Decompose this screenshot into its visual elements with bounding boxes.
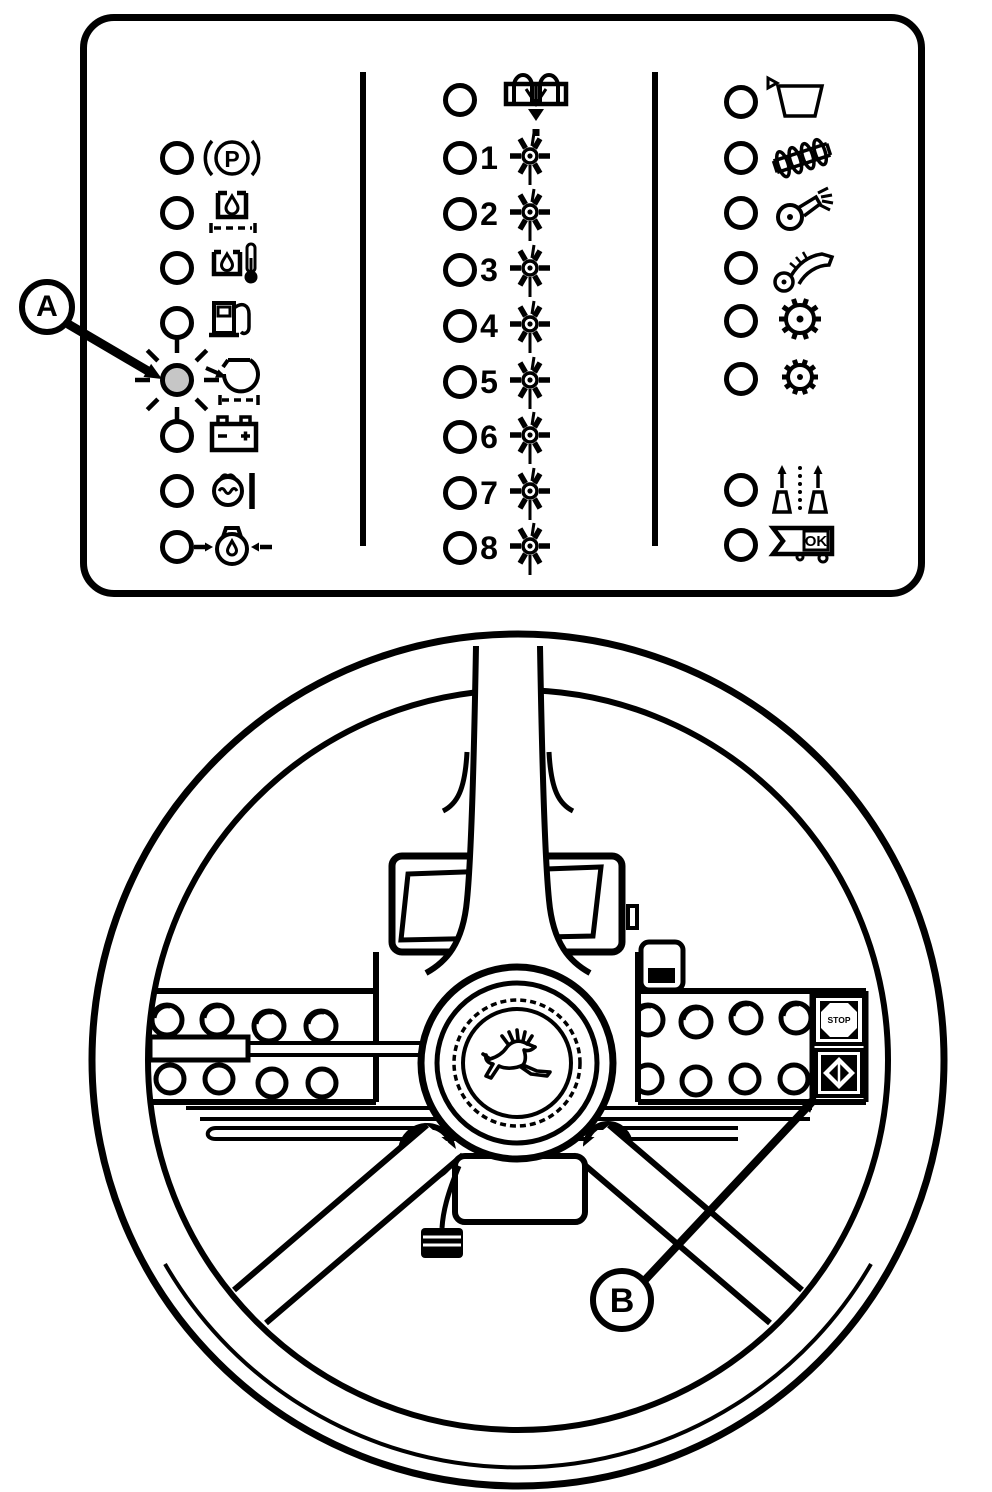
stop-button-label: STOP bbox=[828, 1015, 851, 1025]
lamp-rays bbox=[135, 338, 219, 422]
parking-brake-icon: P bbox=[203, 139, 261, 177]
callout-a-label: A bbox=[36, 290, 58, 323]
meter-roller-icon bbox=[776, 186, 834, 231]
auger-icon bbox=[771, 137, 833, 179]
engine-oil-pressure-lamp bbox=[160, 530, 194, 564]
row-unit-7-lamp bbox=[443, 476, 477, 510]
row-number-1: 1 bbox=[480, 140, 498, 176]
battery-lamp bbox=[160, 419, 194, 453]
seed-distribution-icon bbox=[503, 73, 569, 136]
implement-ready-glyph: OK bbox=[805, 533, 828, 550]
row-number-5: 5 bbox=[480, 364, 498, 400]
diamond-switch-button bbox=[814, 1048, 864, 1098]
callout-b-label: B bbox=[610, 1282, 635, 1320]
row-unit-meter-icon bbox=[510, 188, 550, 241]
row-number-6: 6 bbox=[480, 419, 498, 455]
row-unit-meter-icon bbox=[510, 467, 550, 520]
callout-a: A bbox=[19, 279, 75, 335]
row-number-2: 2 bbox=[480, 196, 498, 232]
row-unit-meter-icon bbox=[510, 132, 550, 185]
hydraulic-oil-temperature-icon bbox=[211, 242, 258, 284]
stop-button: STOP bbox=[812, 994, 866, 1046]
steering-wheel-lower-spokes bbox=[232, 1122, 804, 1326]
hydraulic-oil-level-lamp bbox=[160, 196, 194, 230]
row-unit-2-lamp bbox=[443, 197, 477, 231]
row-number-3: 3 bbox=[480, 252, 498, 288]
steering-column-console bbox=[150, 988, 869, 1141]
tilt-lever bbox=[439, 1165, 462, 1229]
console-buttons-row bbox=[153, 1062, 811, 1100]
parking-brake-lamp bbox=[160, 141, 194, 175]
steering-wheel-hub bbox=[417, 963, 617, 1163]
coolant-temperature-icon bbox=[212, 473, 255, 509]
row-number-7: 7 bbox=[480, 475, 498, 511]
indicator-panel bbox=[80, 14, 925, 597]
steering-wheel-top-spoke bbox=[424, 645, 592, 976]
fan-air-flow-icon bbox=[771, 465, 829, 514]
drive-gear-large-icon bbox=[779, 298, 821, 340]
delivery-hose-lamp bbox=[724, 251, 758, 285]
seed-hopper-icon bbox=[766, 75, 825, 118]
row-unit-5-lamp bbox=[443, 365, 477, 399]
drive-gear-small-icon bbox=[782, 359, 818, 395]
fuel-lamp bbox=[160, 306, 194, 340]
row-unit-4-lamp bbox=[443, 309, 477, 343]
hydraulic-oil-temperature-lamp bbox=[160, 251, 194, 285]
drive-gear-small-lamp bbox=[724, 362, 758, 396]
air-restriction-lamp bbox=[160, 363, 194, 397]
row-unit-6-lamp bbox=[443, 420, 477, 454]
hydraulic-oil-level-icon bbox=[209, 190, 257, 233]
panel-divider-left bbox=[360, 72, 366, 546]
tilt-pedal bbox=[421, 1228, 463, 1258]
auger-lamp bbox=[724, 141, 758, 175]
delivery-hose-icon bbox=[773, 251, 835, 293]
fan-air-flow-lamp bbox=[724, 473, 758, 507]
drive-gear-large-lamp bbox=[724, 304, 758, 338]
seed-hopper-lamp bbox=[724, 85, 758, 119]
callout-b: B bbox=[590, 1094, 818, 1332]
coolant-temperature-lamp bbox=[160, 474, 194, 508]
row-unit-meter-icon bbox=[510, 300, 550, 353]
monitor-clip bbox=[626, 904, 639, 930]
row-unit-8-lamp bbox=[443, 531, 477, 565]
row-number-4: 4 bbox=[480, 308, 498, 344]
row-unit-1-lamp bbox=[443, 141, 477, 175]
meter-roller-lamp bbox=[724, 196, 758, 230]
row-unit-3-lamp bbox=[443, 253, 477, 287]
steering-wheel-figure: STOP bbox=[88, 630, 948, 1490]
panel-divider-right bbox=[652, 72, 658, 546]
row-unit-meter-icon bbox=[510, 411, 550, 464]
seed-distribution-lamp bbox=[443, 83, 477, 117]
fuel-icon bbox=[209, 301, 251, 338]
engine-oil-pressure-icon bbox=[194, 526, 272, 566]
row-unit-meter-icon bbox=[510, 522, 550, 575]
callout-a-arrow bbox=[65, 320, 162, 379]
deer-logo-icon bbox=[481, 1028, 552, 1080]
implement-ready-icon: OK bbox=[768, 525, 835, 564]
row-number-8: 8 bbox=[480, 530, 498, 566]
row-unit-meter-icon bbox=[510, 244, 550, 297]
implement-ready-lamp bbox=[724, 528, 758, 562]
row-unit-meter-icon bbox=[510, 356, 550, 409]
air-restriction-icon bbox=[205, 358, 260, 405]
battery-charge-icon bbox=[209, 415, 259, 453]
column-lower-housing bbox=[421, 1153, 588, 1258]
parking-brake-glyph: P bbox=[224, 146, 239, 172]
